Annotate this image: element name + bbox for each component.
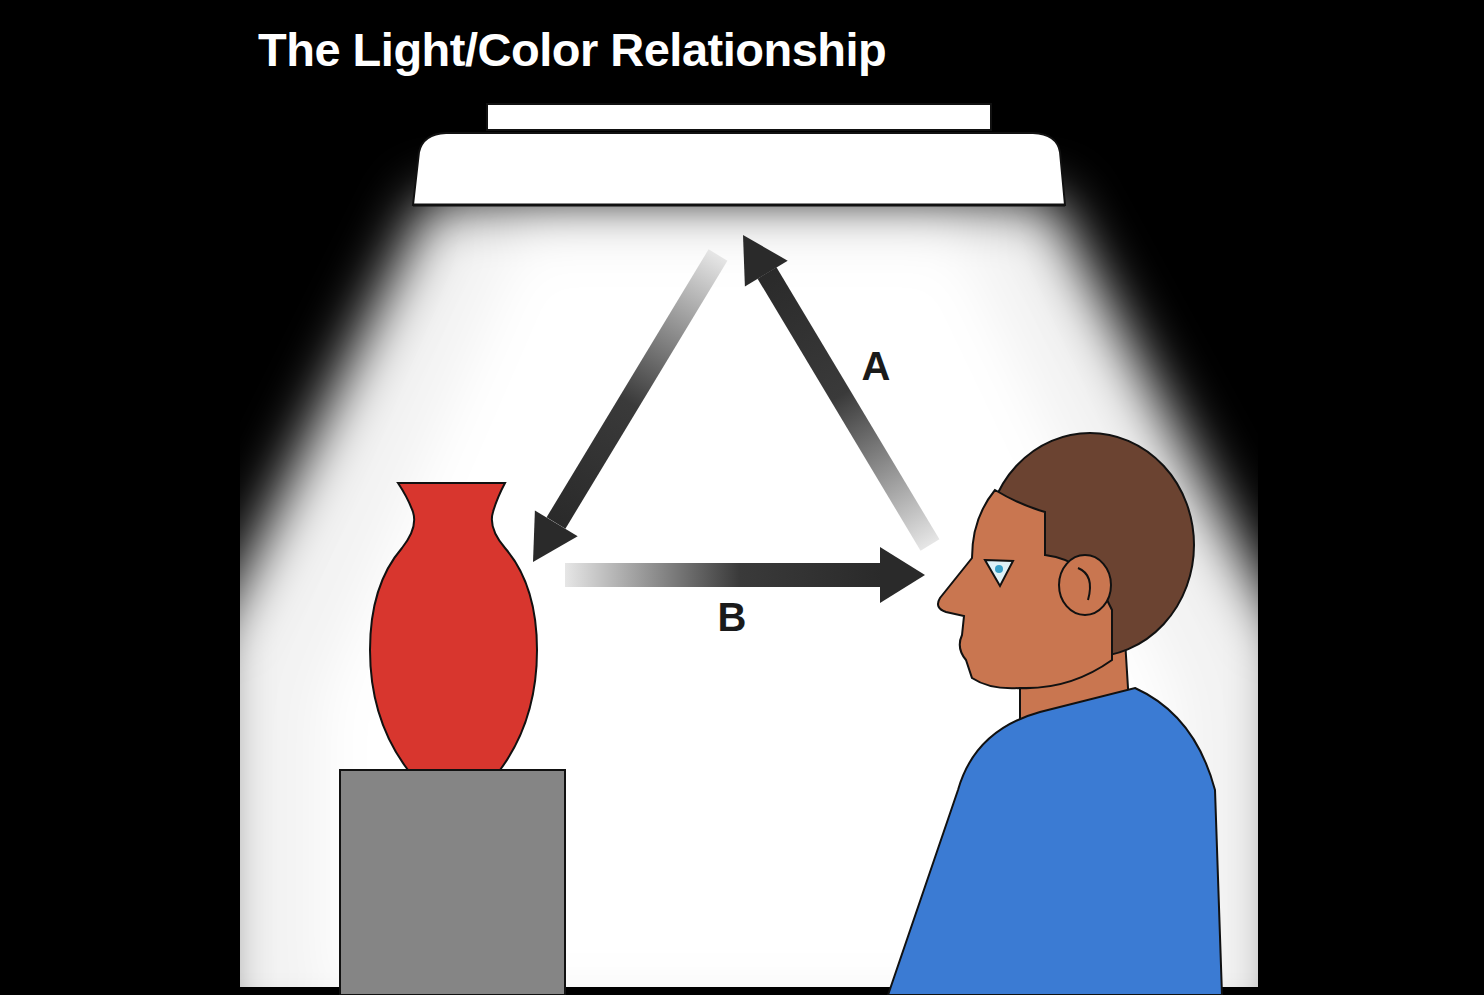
arrow-head — [533, 511, 578, 563]
light-cone — [240, 200, 1258, 987]
lamp-top — [487, 104, 991, 130]
pupil — [995, 565, 1003, 573]
pedestal — [340, 770, 565, 995]
arrow-label: B — [718, 595, 747, 640]
ear-detail — [1078, 568, 1090, 600]
arrow-shaft — [556, 255, 718, 523]
shirt — [888, 688, 1222, 995]
vase — [370, 483, 537, 770]
arrow-shaft — [767, 273, 930, 545]
title: The Light/Color Relationship — [258, 22, 886, 77]
eye — [985, 560, 1013, 586]
arrow-head — [880, 547, 925, 603]
lamp-body — [413, 133, 1065, 205]
arrow-label: A — [862, 344, 891, 389]
lamp-edge — [413, 204, 1065, 207]
ear — [1059, 555, 1111, 615]
arrow-shaft — [565, 563, 882, 587]
face — [938, 490, 1112, 688]
light-glow — [240, 200, 1258, 987]
arrow-head — [743, 235, 788, 287]
